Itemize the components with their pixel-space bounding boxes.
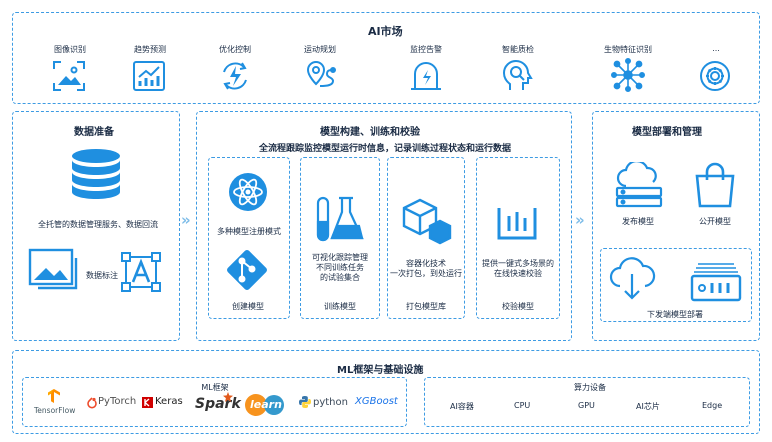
market-item-smart-inspection: 智能质检 — [502, 45, 534, 54]
compute-ai-container: AI容器 — [450, 402, 474, 411]
spark-star-icon — [223, 392, 233, 402]
route-planning-icon — [305, 60, 339, 92]
cloud-server-icon — [613, 162, 665, 208]
data-annotate-label: 数据标注 — [86, 271, 118, 280]
infra-panel — [12, 350, 760, 434]
edge-deploy-label: 下发端模型部署 — [647, 310, 703, 319]
optimization-bolt-icon — [218, 60, 252, 92]
container-cube-icon — [400, 196, 452, 246]
publish-model-label: 发布模型 — [622, 217, 654, 226]
edge-device-icon — [690, 260, 742, 302]
train-model-card — [300, 157, 380, 319]
shopping-bag-icon — [693, 162, 737, 208]
compute-edge: Edge — [702, 401, 723, 410]
flask-icon — [315, 194, 367, 244]
smart-inspection-icon — [502, 60, 536, 92]
alarm-icon — [409, 60, 443, 92]
data-prep-panel — [12, 111, 180, 341]
frameworks-title: ML框架 — [201, 383, 229, 392]
validate-desc: 提供一键式多场景的 在线快速校验 — [482, 259, 554, 278]
compute-cpu: CPU — [514, 401, 531, 410]
register-mode-label: 多种模型注册模式 — [217, 227, 281, 236]
python-logo-label: python — [313, 397, 348, 408]
model-build-subtitle: 全流程跟踪监控模型运行时信息，记录训练过程状态和运行数据 — [258, 144, 511, 154]
model-build-panel — [196, 111, 572, 341]
infra-title: ML框架与基础设施 — [337, 365, 424, 376]
scikit-learn-logo-icon — [244, 390, 286, 420]
public-model-label: 公开模型 — [699, 217, 731, 226]
market-item-biometric-recognition: 生物特征识别 — [604, 45, 652, 54]
pytorch-logo-label: PyTorch — [98, 396, 137, 407]
compute-gpu: GPU — [578, 401, 595, 410]
keras-logo-icon — [142, 397, 153, 408]
git-branch-icon — [224, 247, 270, 293]
market-item-monitoring-alarm: 监控告警 — [410, 45, 442, 54]
deploy-panel — [592, 111, 760, 341]
ai-market-panel — [12, 12, 760, 104]
package-model-label: 打包模型库 — [406, 302, 446, 311]
database-icon — [70, 148, 122, 204]
ai-market-title: AI市场 — [368, 25, 403, 38]
train-model-label: 训练模型 — [324, 302, 356, 311]
annotation-text-icon — [120, 251, 162, 293]
gear-icon — [699, 60, 731, 92]
container-desc: 容器化技术 一次打包，到处运行 — [390, 259, 462, 278]
validate-model-label: 校验模型 — [502, 302, 534, 311]
model-build-title: 模型构建、训练和校验 — [320, 127, 420, 138]
validate-model-card — [476, 157, 560, 319]
market-item-motion-planning: 运动规划 — [304, 45, 336, 54]
data-managed-desc: 全托管的数据管理服务、数据回流 — [38, 220, 158, 229]
image-dataset-icon — [28, 248, 82, 294]
atom-icon — [226, 172, 270, 212]
spark-logo-label: Spark — [195, 396, 241, 412]
create-model-card — [208, 157, 290, 319]
tracking-desc: 可视化跟踪管理 不同训练任务 的试验集合 — [312, 253, 368, 282]
keras-logo-label: Keras — [155, 396, 183, 407]
image-recognition-icon — [52, 60, 86, 92]
flow-arrow-1-icon: » — [181, 211, 191, 229]
flow-arrow-2-icon: » — [575, 211, 585, 229]
deploy-title: 模型部署和管理 — [632, 127, 702, 138]
trend-chart-icon — [132, 60, 166, 92]
scikit-learn-logo-label: learn — [250, 398, 282, 411]
market-item-trend-forecast: 趋势预测 — [134, 45, 166, 54]
cloud-download-icon — [608, 254, 656, 304]
create-model-label: 创建模型 — [232, 302, 264, 311]
frameworks-card — [22, 377, 407, 427]
compute-card — [424, 377, 750, 427]
compute-title: 算力设备 — [574, 383, 606, 392]
network-node-icon — [611, 58, 645, 92]
xgboost-logo-label: XGBoost — [355, 396, 398, 407]
market-item-optimization-control: 优化控制 — [219, 45, 251, 54]
pytorch-logo-icon — [87, 397, 97, 409]
package-model-card — [387, 157, 465, 319]
tensorflow-logo-icon — [46, 388, 62, 404]
data-prep-title: 数据准备 — [74, 127, 114, 138]
market-item-image-recognition: 图像识别 — [54, 45, 86, 54]
market-item-more: ... — [712, 44, 720, 53]
tensorflow-logo-label: TensorFlow — [34, 406, 76, 415]
python-logo-icon — [299, 396, 311, 408]
validation-chart-icon — [496, 204, 538, 242]
compute-ai-chip: AI芯片 — [636, 402, 660, 411]
edge-deploy-card — [600, 248, 752, 322]
